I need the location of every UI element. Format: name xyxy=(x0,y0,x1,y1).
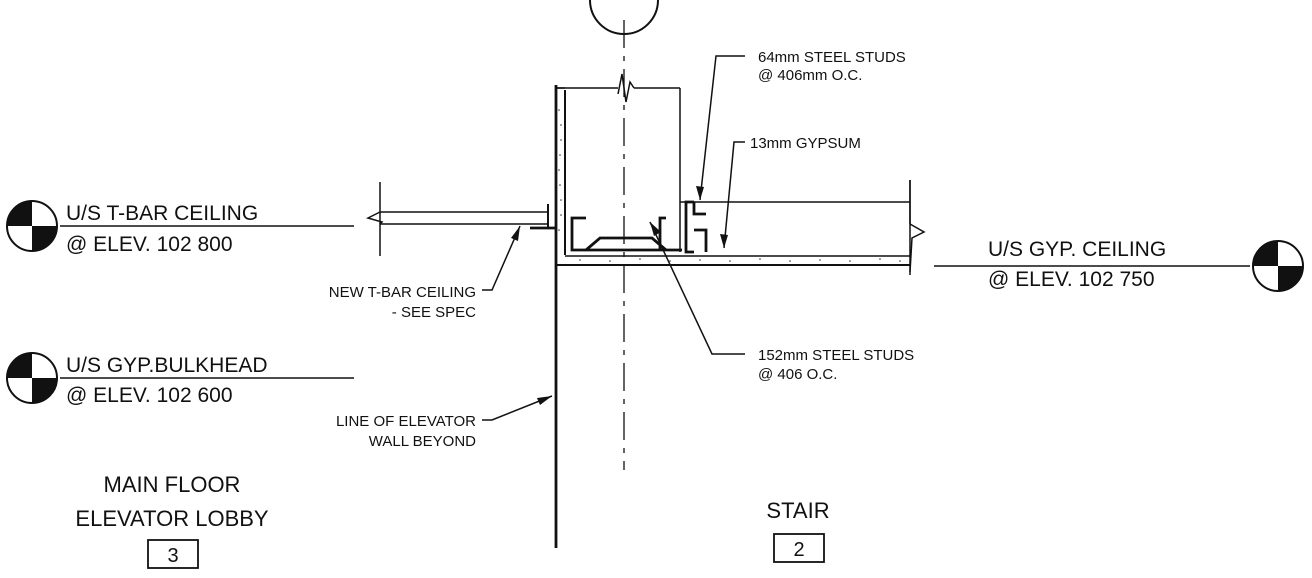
t-bar-ceiling xyxy=(365,182,556,256)
svg-text:@ ELEV. 102 600: @ ELEV. 102 600 xyxy=(66,384,233,407)
note-elevator-wall: LINE OF ELEVATOR WALL BEYOND xyxy=(336,413,476,450)
svg-text:U/S GYP.BULKHEAD: U/S GYP.BULKHEAD xyxy=(66,354,268,377)
svg-text:ELEVATOR LOBBY: ELEVATOR LOBBY xyxy=(75,506,269,531)
room-number-stair: 2 xyxy=(793,539,804,561)
svg-text:U/S T-BAR CEILING: U/S T-BAR CEILING xyxy=(66,202,258,225)
svg-text:@ ELEV. 102 800: @ ELEV. 102 800 xyxy=(66,233,233,256)
note-13mm-gypsum: 13mm GYPSUM xyxy=(750,135,861,152)
steel-studs xyxy=(570,200,708,254)
svg-text:64mm STEEL STUDS: 64mm STEEL STUDS xyxy=(758,49,906,66)
svg-text:MAIN FLOOR: MAIN FLOOR xyxy=(104,472,241,497)
svg-text:@ 406 O.C.: @ 406 O.C. xyxy=(758,366,837,383)
elevation-marker-gyp-bulkhead: U/S GYP.BULKHEAD @ ELEV. 102 600 xyxy=(6,352,354,407)
svg-text:NEW T-BAR CEILING: NEW T-BAR CEILING xyxy=(329,284,476,301)
note-new-t-bar-ceiling: NEW T-BAR CEILING - SEE SPEC xyxy=(329,284,476,321)
svg-text:152mm STEEL STUDS: 152mm STEEL STUDS xyxy=(758,347,914,364)
svg-text:LINE OF ELEVATOR: LINE OF ELEVATOR xyxy=(336,413,476,430)
note-152mm-studs: 152mm STEEL STUDS @ 406 O.C. xyxy=(758,347,914,383)
room-tag-stair: STAIR 2 xyxy=(766,498,830,563)
svg-text:@ 406mm O.C.: @ 406mm O.C. xyxy=(758,67,862,84)
note-64mm-studs: 64mm STEEL STUDS @ 406mm O.C. xyxy=(758,49,906,84)
svg-text:STAIR: STAIR xyxy=(766,498,829,523)
svg-text:WALL BEYOND: WALL BEYOND xyxy=(369,433,476,450)
gypsum-hatch xyxy=(558,109,901,262)
bulkhead-outline xyxy=(556,73,681,252)
svg-text:@ ELEV. 102 750: @ ELEV. 102 750 xyxy=(988,268,1155,291)
leader-lines xyxy=(482,55,745,421)
room-number-lobby: 3 xyxy=(167,545,178,567)
svg-text:U/S GYP. CEILING: U/S GYP. CEILING xyxy=(988,238,1166,261)
room-tag-lobby: MAIN FLOOR ELEVATOR LOBBY 3 xyxy=(75,472,269,569)
svg-text:- SEE SPEC: - SEE SPEC xyxy=(392,304,476,321)
elevation-marker-gyp-ceiling: U/S GYP. CEILING @ ELEV. 102 750 xyxy=(934,238,1304,292)
elevation-marker-tbar: U/S T-BAR CEILING @ ELEV. 102 800 xyxy=(6,200,354,256)
gypsum-bulkhead-bottom xyxy=(556,180,926,275)
